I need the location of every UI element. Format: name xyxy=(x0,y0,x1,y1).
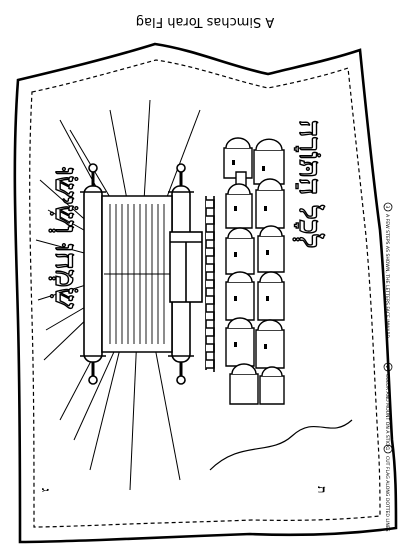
instruction-text: COLOR AND MOUNT ON A STICK xyxy=(384,374,390,449)
city-wall xyxy=(205,196,215,372)
instruction-text: A FEW STEPS AS SHOWN, THE LETTERS FACE I… xyxy=(384,214,390,339)
hebrew-text-right: לְכָל הַתּוֹרָה xyxy=(292,120,327,248)
corner-letter-right: ת xyxy=(315,486,329,493)
instruction-1: 1 CUT FLAG ALONG DOTTED LINES xyxy=(383,444,393,532)
domed-houses xyxy=(223,137,285,405)
hills xyxy=(209,419,353,471)
instruction-3: 3 A FEW STEPS AS SHOWN, THE LETTERS FACE… xyxy=(383,202,393,339)
central-tower xyxy=(169,231,203,303)
corner-letter-left: ג xyxy=(39,488,53,492)
instruction-2: 2 COLOR AND MOUNT ON A STICK xyxy=(383,362,393,449)
hebrew-text-left: שִׂמְחוּ וְשִׂישׂוּ xyxy=(48,167,83,309)
page-title: A Simchas Torah Flag xyxy=(136,14,275,29)
instruction-number: 3 xyxy=(384,206,390,209)
instruction-number: 1 xyxy=(384,448,390,451)
instruction-text: CUT FLAG ALONG DOTTED LINES xyxy=(384,456,390,532)
cut-line-dashed xyxy=(29,59,381,528)
instruction-number: 2 xyxy=(384,366,390,369)
instructions: 1 CUT FLAG ALONG DOTTED LINES 2 COLOR AN… xyxy=(383,202,393,532)
